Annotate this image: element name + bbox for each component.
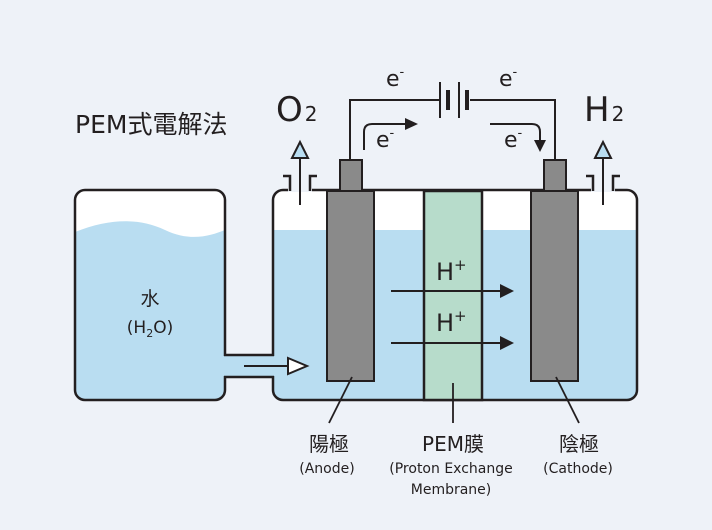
hydrogen-up-arrow-icon <box>593 139 613 159</box>
electron-label-top-left: e- <box>386 65 405 92</box>
cathode-label-jp: 陰極 <box>559 432 599 456</box>
pem-membrane <box>422 189 484 402</box>
water-label: 水 <box>140 288 159 310</box>
anode <box>326 159 375 382</box>
water-fill <box>75 221 225 400</box>
arrowhead-icon <box>405 118 418 130</box>
electron-flow-arrow-left <box>363 123 410 150</box>
membrane-label-jp: PEM膜 <box>422 432 484 456</box>
connecting-pipe <box>222 353 310 379</box>
hydrogen-outlet <box>586 139 620 205</box>
arrowhead-icon <box>500 336 514 350</box>
anode-leader-line <box>328 376 353 424</box>
anode-label-en: (Anode) <box>299 461 354 477</box>
arrowhead-icon <box>534 140 546 152</box>
oxygen-up-arrow-icon <box>290 139 310 159</box>
arrowhead-icon <box>500 284 514 298</box>
external-circuit <box>349 82 556 160</box>
electron-flow-arrow-right <box>490 123 541 142</box>
water-flow-arrow-icon <box>287 356 310 376</box>
cathode-leader-line <box>555 376 580 424</box>
electron-label-top-right: e- <box>499 65 518 92</box>
oxygen-outlet <box>283 139 317 205</box>
electron-label-anode: e- <box>376 126 395 153</box>
diagram-title: PEM式電解法 <box>75 110 227 139</box>
proton-label-2: H+ <box>436 307 467 337</box>
proton-label-1: H+ <box>436 256 467 286</box>
battery-icon <box>439 82 469 118</box>
water-tank: 水 (H2O) <box>73 188 227 402</box>
cathode-label-en: (Cathode) <box>543 461 613 477</box>
electron-label-cathode: e- <box>504 126 523 153</box>
water-formula: (H2O) <box>127 318 173 340</box>
membrane-label-en-1: (Proton Exchange <box>389 461 512 477</box>
membrane-label-en-2: Membrane) <box>411 482 492 498</box>
anode-label-jp: 陽極 <box>309 432 349 456</box>
cathode <box>530 159 579 382</box>
